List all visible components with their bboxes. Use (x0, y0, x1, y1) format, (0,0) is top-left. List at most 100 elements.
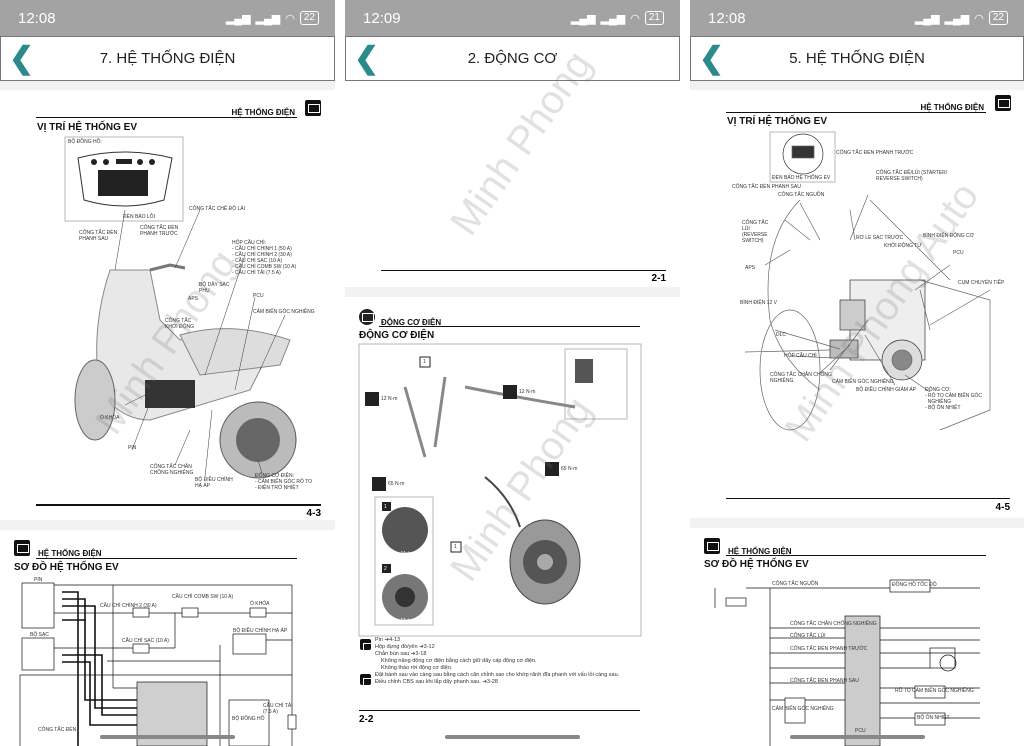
motor-label: Motor (401, 618, 414, 624)
callout-label: APS (188, 296, 199, 302)
section-heading: VỊ TRÍ HỆ THỐNG EV (727, 116, 828, 127)
callout-label: CÔNG TẮC CHÂN CHỐNG NGHIÊNG (150, 464, 194, 476)
callout-label: CỤM CHUYỂN TIẾP (958, 280, 1005, 286)
page-number: 4-3 (306, 508, 321, 519)
notes-list: Pin ➔4-13 Hộp đựng đồ/yên ➔3-12 Chắn bùn… (375, 637, 619, 686)
motor-exploded-diagram (358, 343, 642, 637)
callout-number: 2 (384, 566, 387, 572)
schematic-label: ĐỒNG HỒ TỐC ĐỘ (892, 582, 937, 588)
page-title: 2. ĐỘNG CƠ (467, 50, 558, 67)
back-chevron-icon[interactable]: ❮ (9, 42, 35, 75)
battery-section-icon (704, 538, 720, 554)
callout-label: KHỞI ĐỘNG TỪ (884, 243, 922, 249)
callout-label: CÔNG TẮC LÙI (REVERSE SWITCH) (742, 220, 769, 244)
home-indicator[interactable] (100, 735, 235, 739)
schematic-label: PIN (34, 577, 43, 583)
callout-label: Ổ KHÓA (100, 415, 120, 421)
wifi-icon: ◠ (285, 12, 295, 25)
schematic-label: BỘ ĐIỀU CHỈNH HẠ ÁP (233, 628, 288, 634)
battery-icon: 22 (299, 11, 319, 25)
app-header: ❮ 2. ĐỘNG CƠ (345, 36, 680, 81)
callout-label: BÌNH ĐIỆN ĐỘNG CƠ (923, 233, 974, 239)
callout-label: BỘ ĐỒNG HỒ: (68, 139, 102, 145)
callout-label: HỘP CẦU CHÌ (784, 353, 817, 359)
manual-page-2-2: ĐỘNG CƠ ĐIỆN ĐỘNG CƠ ĐIỆN 12 N·m 12 N·m … (345, 297, 680, 746)
gear-section-icon (359, 309, 375, 325)
schematic-label: CẢM BIẾN GÓC NGHIÊNG (772, 706, 834, 712)
callout-label: CẢM BIẾN GÓC NGHIÊNG (832, 379, 894, 385)
wifi-icon: ◠ (974, 12, 984, 25)
schematic-label: CẦU CHÌ TẢI (7.5 A) (263, 703, 293, 715)
callout-label: PIN (128, 445, 137, 451)
status-icons: ▂▄▆▂▄▆◠22 (226, 11, 319, 25)
schematic-label: CÔNG TẮC CHÂN CHỐNG NGHIÊNG (790, 621, 877, 627)
clock: 12:09 (363, 10, 401, 27)
battery-section-icon (995, 95, 1011, 111)
phone-screen-1: 12:08 ▂▄▆▂▄▆◠22 ❮ 7. HỆ THỐNG ĐIỆN HỆ TH… (0, 0, 335, 746)
schematic-label: RÔ TO CẢM BIẾN GÓC NGHIÊNG (895, 688, 974, 694)
section-heading: SƠ ĐỒ HỆ THỐNG EV (704, 559, 809, 570)
callout-label: CÔNG TẮC ĐỀ/LÙI (STARTER/ REVERSE SWITCH… (876, 170, 948, 182)
callout-label: RƠ LE SẠC TRƯỚC (856, 235, 904, 241)
schematic-label: PCU (855, 728, 866, 734)
schematic-label: CÔNG TẮC ĐÈN (38, 727, 77, 733)
section-header: HỆ THỐNG ĐIỆN (728, 547, 792, 556)
note: Không tháo rời động cơ điện. (381, 665, 453, 671)
schematic-label: CẦU CHÌ SẠC (10 A) (122, 638, 169, 644)
battery-section-icon (305, 100, 321, 116)
callout-label: DLC (776, 332, 787, 338)
back-chevron-icon[interactable]: ❮ (354, 42, 380, 75)
signal-icon: ▂▄▆ (914, 12, 940, 25)
callout-label: BỘ ĐIỀU CHỈNH GIẢM ÁP (856, 387, 917, 393)
manual-page-4-5: HỆ THỐNG ĐIỆN VỊ TRÍ HỆ THỐNG EV CÔNG TẮ… (690, 90, 1024, 518)
app-header: ❮ 5. HỆ THỐNG ĐIỆN (690, 36, 1024, 81)
motor-label: Motor (401, 551, 414, 557)
wifi-icon: ◠ (630, 12, 640, 25)
torque-label: 65 N·m (561, 466, 578, 472)
status-bar: 12:09 ▂▄▆▂▄▆◠21 (345, 0, 680, 36)
page-number: 2-2 (359, 714, 374, 725)
home-indicator[interactable] (445, 735, 580, 739)
status-bar: 12:08 ▂▄▆▂▄▆◠22 (690, 0, 1024, 36)
battery-section-icon (14, 540, 30, 556)
callout-label: ĐỘNG CƠ ĐIỆN: - CẢM BIẾN GÓC RÔ TO - ĐIỆ… (255, 473, 313, 491)
back-chevron-icon[interactable]: ❮ (699, 42, 725, 75)
page-number: 2-1 (651, 273, 666, 284)
callout-number: 1 (384, 504, 387, 510)
callout-number: 1 (423, 359, 426, 365)
callout-label: CÔNG TẮC CHẾ ĐỘ LÁI (189, 206, 246, 212)
schematic-label: CÔNG TẮC NGUỒN (772, 581, 819, 587)
note: Không nâng động cơ điện bằng cách giữ dâ… (381, 658, 537, 664)
tool-icon (360, 639, 375, 652)
schematic-label: CÔNG TẮC ĐÈN PHANH TRƯỚC (790, 646, 868, 652)
wiring-schematic (714, 579, 980, 746)
home-indicator[interactable] (790, 735, 925, 739)
callout-label: PCU (253, 293, 264, 299)
signal-icon: ▂▄▆ (600, 12, 626, 25)
page-number: 4-5 (995, 502, 1010, 513)
torque-label: 65 N·m (388, 481, 405, 487)
scooter-engine-diagram (744, 131, 991, 431)
section-header: HỆ THỐNG ĐIỆN (38, 549, 102, 558)
callout-label: ĐÈN BÁO HỆ THỐNG EV (772, 175, 831, 181)
status-icons: ▂▄▆▂▄▆◠21 (571, 11, 664, 25)
note: Điều chỉnh CBS sau khi lắp dây phanh sau… (375, 679, 498, 685)
callout-label: CÔNG TẮC ĐÈN PHANH SAU (732, 184, 801, 190)
manual-page-4-3: HỆ THỐNG ĐIỆN VỊ TRÍ HỆ THỐNG EV BỘ ĐỒNG… (0, 90, 335, 520)
schematic-label: Ổ KHÓA (250, 601, 270, 607)
callout-label: CÔNG TẮC KHỞI ĐỘNG (165, 318, 195, 330)
callout-label: CẢM BIẾN GÓC NGHIÊNG (253, 309, 315, 315)
phone-screen-3: 12:08 ▂▄▆▂▄▆◠22 ❮ 5. HỆ THỐNG ĐIỆN HỆ TH… (690, 0, 1024, 746)
callout-label: PCU (953, 250, 964, 256)
torque-label: 12 N·m (381, 396, 398, 402)
torque-label: 12 N·m (519, 389, 536, 395)
signal-icon: ▂▄▆ (255, 12, 281, 25)
battery-icon: 22 (988, 11, 1008, 25)
schematic-label: CẦU CHÌ CHÍNH 2 (30 A) (100, 603, 157, 609)
note: Đặt bánh sau vào càng sau bằng cách căn … (375, 672, 620, 678)
phone-screen-2: 12:09 ▂▄▆▂▄▆◠21 ❮ 2. ĐỘNG CƠ 2-1 Minh Ph… (345, 0, 680, 746)
callout-label: APS (745, 265, 756, 271)
schematic-label: CẦU CHÌ COMB SW (10 A) (172, 594, 234, 600)
manual-page-2-1: 2-1 Minh Phong (345, 43, 680, 287)
callout-label: CÔNG TẮC ĐÈN PHANH SAU (79, 230, 118, 242)
